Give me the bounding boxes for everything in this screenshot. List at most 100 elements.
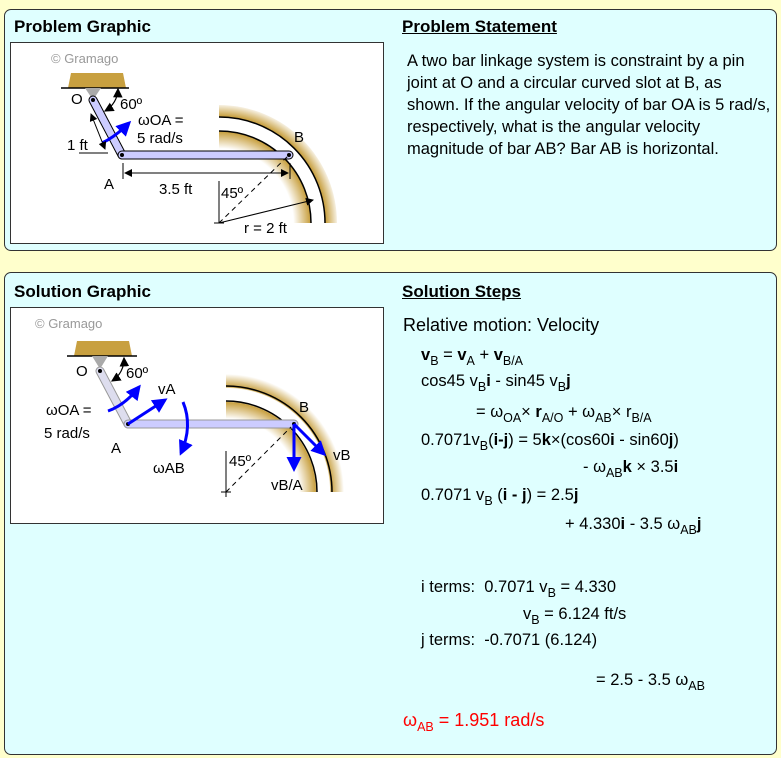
equation-text: = (438, 346, 458, 364)
vb-arrow-icon (292, 422, 327, 457)
omega-ab-label: ωAB (153, 460, 185, 477)
subscript: A/O (541, 411, 564, 425)
subscript: B (430, 354, 439, 368)
equation-text: j (696, 515, 702, 533)
equation-line: vB = vA + vB/A (421, 344, 523, 372)
ground-support (74, 341, 132, 356)
equation-text: - 3.5 ω (625, 515, 681, 533)
equation-text: j (573, 486, 579, 504)
angle-45-label: 45º (229, 453, 252, 470)
equation-text: - ω (583, 458, 606, 476)
problem-graphic-title: Problem Graphic (14, 17, 151, 36)
equation-text: 0.7071 v (421, 486, 485, 504)
va-arrow-icon (127, 398, 168, 426)
vba-label: vB/A (271, 477, 303, 494)
solution-steps-title: Solution Steps (402, 282, 521, 301)
equation-line: = 2.5 - 3.5 ωAB (596, 669, 705, 697)
omega-oa-label: ωOA = (138, 112, 184, 129)
angle-60-label: 60º (126, 365, 149, 382)
equation-text: ) = 2.5 (526, 486, 574, 504)
va-label: vA (158, 381, 176, 398)
equation-text: cos45 v (421, 372, 478, 390)
label-o: O (76, 363, 88, 380)
omega-ab-arrow-icon (179, 401, 193, 456)
equation-text: i - j (502, 486, 527, 504)
omega-oa-label: ωOA = (46, 402, 92, 419)
equation-text: ) = 5 (508, 431, 542, 449)
subscript: A (466, 354, 475, 368)
equation-text: ) (673, 431, 679, 449)
equation-text: + (474, 346, 494, 364)
angle-60-label: 60º (120, 96, 143, 113)
bar-oa (89, 96, 126, 159)
equation-text: i-j (493, 431, 509, 449)
equation-text: v (523, 605, 532, 623)
equation-text: v (421, 346, 431, 364)
solution-graphic-title: Solution Graphic (14, 282, 151, 301)
subscript: AB (688, 679, 705, 693)
subscript: B/A (502, 354, 524, 368)
equation-text: j (566, 372, 571, 390)
equation-text: ×(cos60 (550, 431, 611, 449)
equation-text: i (620, 515, 626, 533)
equation-text: 0.7071v (421, 431, 480, 449)
angle-45-label: 45º (221, 185, 244, 202)
length-oa-label: 1 ft (67, 137, 89, 154)
equation-text: j (668, 431, 674, 449)
subscript: B (557, 380, 567, 394)
subscript: B (479, 439, 489, 453)
equation-text: × r (611, 403, 632, 421)
subscript: AB (680, 523, 697, 537)
equation-line: i terms: 0.7071 vB = 4.330 (421, 576, 616, 604)
equation-line: cos45 vBi - sin45 vBj (421, 370, 571, 398)
curved-slot (219, 105, 337, 223)
equation-line: = ωOA× rA/O + ωAB× rB/A (476, 401, 652, 429)
length-ab-label: 3.5 ft (159, 181, 193, 198)
omega-oa-value: 5 rad/s (137, 130, 183, 147)
equation-text: = 6.124 ft/s (539, 605, 627, 623)
equation-text: + ω (563, 403, 596, 421)
subscript: AB (605, 466, 623, 480)
problem-statement-text: A two bar linkage system is constraint b… (407, 52, 771, 158)
subscript: AB (595, 411, 612, 425)
equation-text: k (622, 458, 632, 476)
subscript: OA (503, 411, 522, 425)
label-b: B (299, 399, 309, 416)
equation-line: 0.7071 vB (i - j) = 2.5j (421, 484, 578, 512)
equation-text: v (493, 346, 503, 364)
solution-diagram: © Gramago O A B 60º ωOA = 5 rad/s vA ωAB… (10, 307, 384, 524)
equation-text: i (486, 372, 491, 390)
equation-text: ω (403, 710, 418, 730)
equation-text: i (673, 458, 679, 476)
equation-text: = 2.5 - 3.5 ω (596, 671, 689, 689)
problem-statement-title: Problem Statement (402, 17, 557, 36)
radius-label: r = 2 ft (244, 220, 288, 237)
equation-text: + 4.330 (565, 515, 621, 533)
equation-text: = 4.330 (555, 578, 617, 596)
equation-line: j terms: -0.7071 (6.124) (421, 629, 597, 651)
equation-text: i (610, 431, 615, 449)
equation-text: = ω (476, 403, 504, 421)
watermark: © Gramago (35, 316, 102, 331)
equation-text: = 1.951 rad/s (433, 710, 545, 730)
label-a: A (104, 176, 114, 193)
equation-line: 0.7071vB(i-j) = 5k×(cos60i - sin60j) (421, 429, 679, 457)
equation-text: - sin60 (614, 431, 669, 449)
subscript: B (531, 613, 540, 627)
equation-text: × 3.5 (631, 458, 674, 476)
omega-oa-value: 5 rad/s (44, 425, 90, 442)
equation-line: + 4.330i - 3.5 ωABj (565, 513, 701, 541)
subscript: B (547, 586, 556, 600)
watermark: © Gramago (51, 51, 118, 66)
label-a: A (111, 440, 121, 457)
equation-text: - sin45 v (490, 372, 558, 390)
vb-label: vB (333, 447, 351, 464)
equation-text: i terms: 0.7071 v (421, 578, 548, 596)
ground-support (68, 73, 126, 88)
equation-line: vB = 6.124 ft/s (523, 603, 626, 631)
subscript: B/A (631, 411, 652, 425)
label-b: B (294, 129, 304, 146)
bar-oa (96, 367, 132, 428)
equation-text: ( (492, 486, 503, 504)
equation-line: - ωABk × 3.5i (583, 456, 678, 484)
